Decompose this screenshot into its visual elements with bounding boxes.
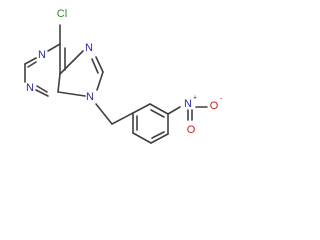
bond-ar2-ar3-double — [150, 109, 165, 118]
bond-n9-ch2 — [95, 103, 113, 125]
bond-ar1-ar2 — [132, 103, 151, 114]
bond-n3-c4-double — [36, 85, 48, 93]
bond-n3-c4 — [35, 89, 49, 97]
atom-cl: Cl — [57, 8, 67, 20]
charge-n-plus: + — [193, 95, 197, 102]
atom-o-minus: O — [210, 100, 219, 112]
charge-o-minus: - — [220, 96, 223, 103]
bond-ar5-ar6 — [132, 132, 152, 144]
bond-n7-c8-double — [91, 58, 99, 74]
bond-n7-c8 — [95, 56, 104, 73]
bond-c6-n1 — [47, 43, 61, 52]
bond-ar3-nnitro — [167, 106, 181, 115]
bond-c5-n7 — [59, 50, 84, 75]
bond-ar4-ar5-double — [151, 131, 165, 139]
bond-ar2-ar3 — [149, 103, 169, 115]
bond-n1-c2 — [24, 57, 37, 65]
bond-ar4-ar5 — [150, 133, 169, 144]
atom-n7: N — [85, 42, 93, 54]
bond-c4-c5 — [57, 73, 61, 93]
chemical-structure: Cl N N N N N + O - O — [24, 8, 223, 144]
atom-labels: Cl N N N N N + O - O — [26, 8, 223, 136]
atom-n9: N — [86, 91, 94, 103]
atom-n3: N — [26, 82, 34, 94]
bond-n9-c4 — [57, 91, 86, 97]
bonds — [24, 24, 208, 144]
atom-n-nitro: N — [184, 98, 192, 110]
atom-n1: N — [38, 49, 46, 61]
bond-c8-n9 — [96, 71, 104, 91]
atom-o-double: O — [187, 124, 196, 136]
bond-n1-c2-double — [27, 61, 37, 68]
bond-ch2-aryl — [111, 112, 134, 125]
